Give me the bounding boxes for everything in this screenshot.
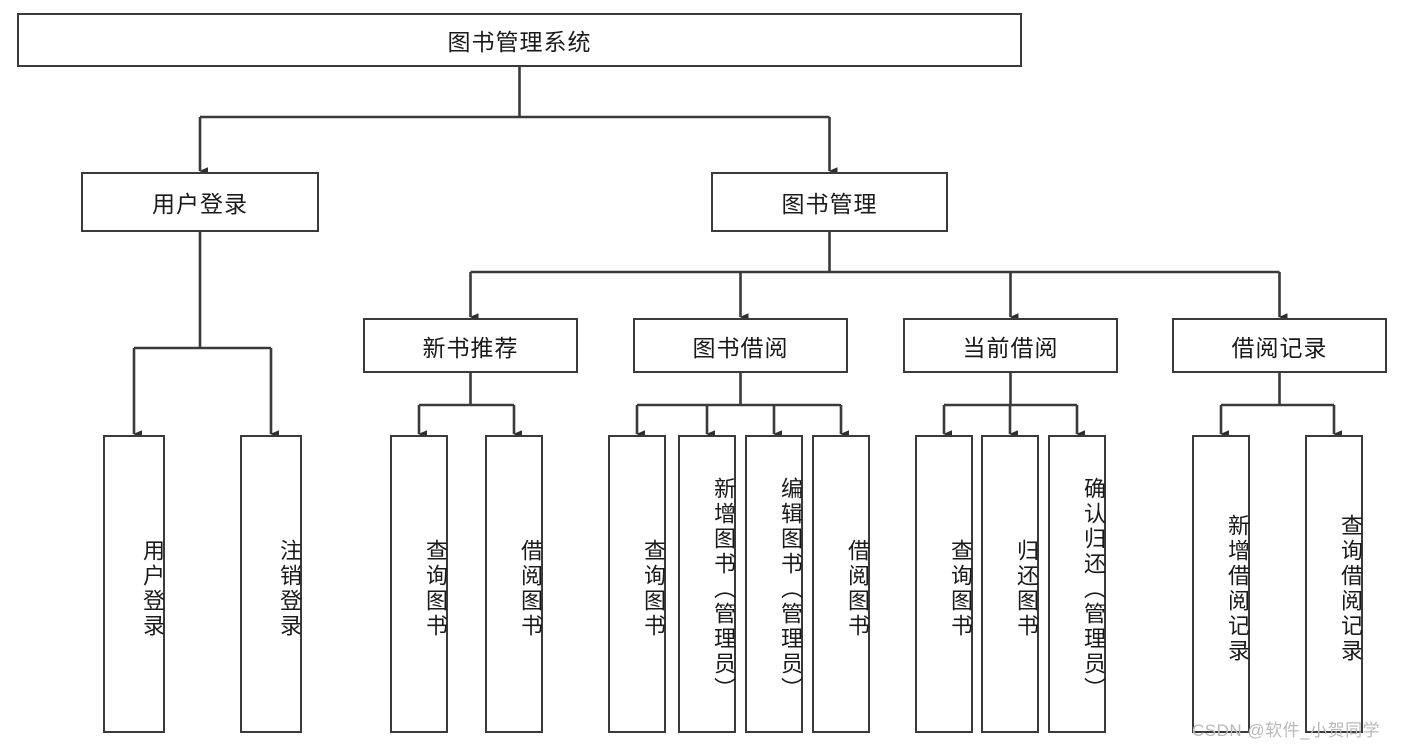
node-leaf-borrow-book[interactable]: 借阅图书: [812, 435, 870, 733]
node-book-borrow-label: 图书借阅: [692, 334, 789, 361]
leaf-label: 查询借阅记录: [1338, 514, 1363, 664]
node-leaf-query-books-rec[interactable]: 查询图书: [390, 435, 448, 733]
leaf-label: 查询图书: [641, 539, 666, 639]
node-new-book-recommend[interactable]: 新书推荐: [363, 318, 578, 373]
leaf-label: 编辑图书（管理员）: [778, 476, 803, 702]
leaf-label: 确认归还（管理员）: [1081, 476, 1106, 702]
node-leaf-return-book[interactable]: 归还图书: [981, 435, 1039, 733]
csdn-watermark: CSDN @软件_小贺同学: [1192, 721, 1381, 740]
node-leaf-user-login[interactable]: 用户登录: [103, 435, 165, 733]
node-leaf-confirm-return-admin[interactable]: 确认归还（管理员）: [1048, 435, 1106, 733]
leaf-label: 归还图书: [1014, 539, 1039, 639]
leaf-label: 用户登录: [140, 539, 165, 639]
node-leaf-query-books-current[interactable]: 查询图书: [915, 435, 973, 733]
node-current-borrow-label: 当前借阅: [962, 334, 1059, 361]
node-user-login[interactable]: 用户登录: [81, 172, 319, 232]
leaf-label: 注销登录: [277, 539, 302, 639]
node-book-borrow[interactable]: 图书借阅: [633, 318, 848, 373]
leaf-label: 查询图书: [423, 539, 448, 639]
node-leaf-edit-book-admin[interactable]: 编辑图书（管理员）: [745, 435, 803, 733]
node-leaf-add-borrow-record[interactable]: 新增借阅记录: [1192, 435, 1250, 733]
leaf-label: 借阅图书: [845, 539, 870, 639]
leaf-label: 查询图书: [948, 539, 973, 639]
leaf-label: 借阅图书: [518, 539, 543, 639]
node-leaf-borrow-books-rec[interactable]: 借阅图书: [485, 435, 543, 733]
leaf-label: 新增图书（管理员）: [711, 476, 736, 702]
node-leaf-add-book-admin[interactable]: 新增图书（管理员）: [678, 435, 736, 733]
node-root[interactable]: 图书管理系统: [17, 13, 1022, 67]
node-borrow-record-label: 借阅记录: [1231, 334, 1328, 361]
node-new-book-recommend-label: 新书推荐: [422, 334, 519, 361]
leaf-label: 新增借阅记录: [1225, 514, 1250, 664]
node-book-management[interactable]: 图书管理: [711, 172, 948, 232]
node-user-login-label: 用户登录: [152, 191, 248, 217]
node-current-borrow[interactable]: 当前借阅: [903, 318, 1118, 373]
edge-paths: [132, 67, 1343, 439]
node-leaf-logout-login[interactable]: 注销登录: [240, 435, 302, 733]
node-book-management-label: 图书管理: [781, 191, 878, 217]
node-root-label: 图书管理系统: [447, 29, 592, 55]
node-leaf-query-books-borrow[interactable]: 查询图书: [608, 435, 666, 733]
node-borrow-record[interactable]: 借阅记录: [1172, 318, 1387, 373]
node-leaf-query-borrow-record[interactable]: 查询借阅记录: [1305, 435, 1363, 733]
